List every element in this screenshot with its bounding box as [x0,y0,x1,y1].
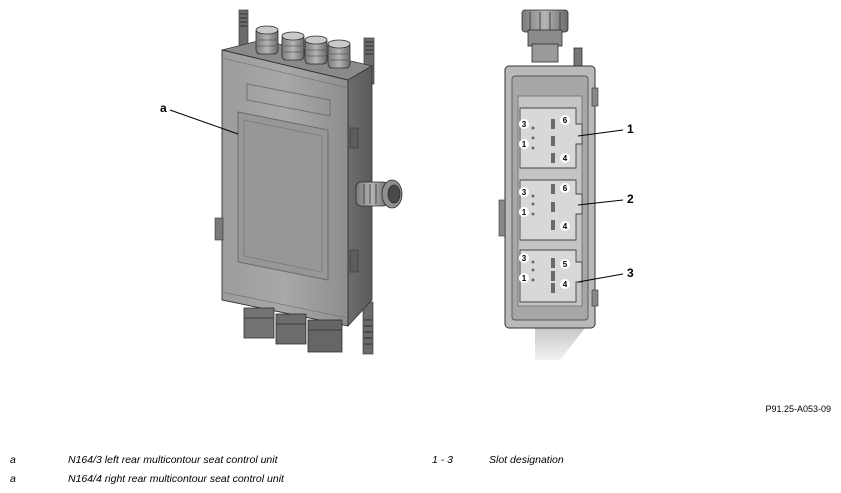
pin-label: 6 [563,116,568,125]
slot3-pin-labels: 3 1 5 4 [519,253,570,289]
legend-key: 1 - 3 [432,454,454,466]
pin-label: 6 [563,184,568,193]
control-unit-drawing: 3 1 6 4 3 1 6 4 3 1 [169,9,624,360]
slot2-pin-labels: 3 1 6 4 [519,183,570,231]
connector-face-view: 3 1 6 4 3 1 6 4 3 1 [498,9,599,360]
callout-a: a [160,101,167,115]
callout-2: 2 [627,192,634,206]
legend-text: N164/4 right rear multicontour seat cont… [68,473,284,485]
legend-text: Slot designation [489,454,564,466]
pin-label: 1 [522,208,527,217]
figure-reference: P91.25-A053-09 [765,404,831,414]
legend-text: N164/3 left rear multicontour seat contr… [68,454,278,466]
illustration: 3 1 6 4 3 1 6 4 3 1 [169,9,624,360]
legend-key: a [10,454,16,466]
pin-label: 3 [522,254,527,263]
pin-label: 4 [563,280,568,289]
leader-line-a [169,109,239,135]
control-unit-body [214,9,403,355]
slot1-pin-labels: 3 1 6 4 [519,115,570,163]
pin-label: 3 [522,120,527,129]
pin-label: 4 [563,154,568,163]
slot-leader-lines [577,129,624,283]
pin-label: 5 [563,260,568,269]
pin-label: 1 [522,274,527,283]
pin-label: 4 [563,222,568,231]
callout-3: 3 [627,266,634,280]
pin-label: 3 [522,188,527,197]
pin-label: 1 [522,140,527,149]
legend-key: a [10,473,16,485]
callout-1: 1 [627,122,634,136]
